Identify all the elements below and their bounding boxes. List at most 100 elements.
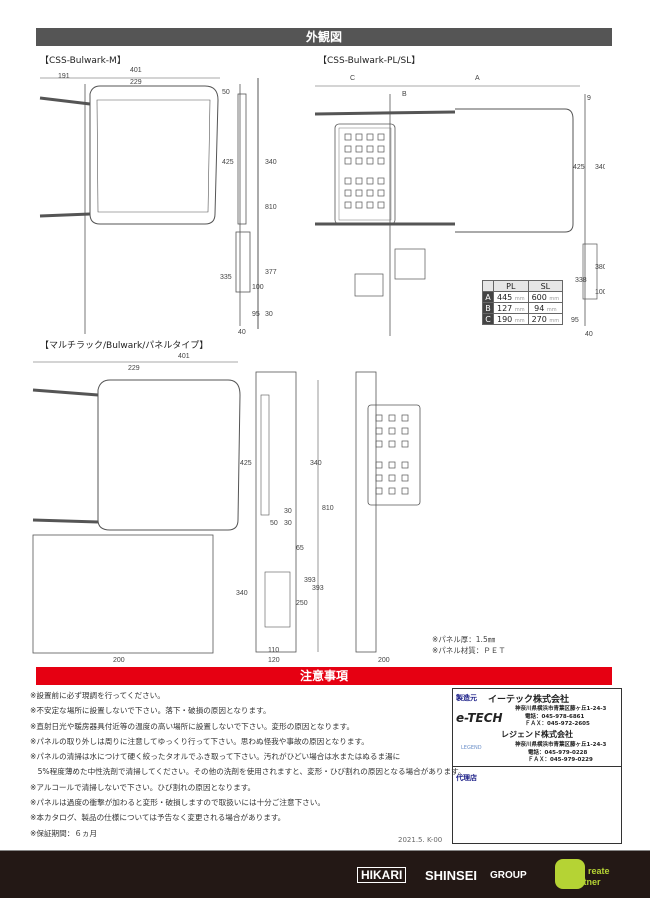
panel-hole	[355, 189, 363, 197]
dim-425: 425	[240, 460, 252, 467]
hikari-logo: HIKARI	[357, 867, 407, 883]
panel-hole	[344, 133, 352, 141]
legend-fax: ＦＡＸ：045-979-0229	[528, 757, 593, 763]
unit: mm	[549, 317, 560, 324]
cell: 445	[497, 292, 513, 302]
panel-hole	[377, 189, 385, 197]
dim-335: 335	[220, 274, 232, 281]
agent-label: 代理店	[456, 774, 477, 782]
dim-200: 200	[113, 657, 125, 664]
panel-hole	[401, 461, 409, 469]
cell: 190	[497, 314, 513, 324]
unit: mm	[514, 306, 525, 313]
panel-hole	[388, 487, 396, 495]
panel-hole	[388, 427, 396, 435]
caution-item: ※アルコールで清掃しないで下さい。ひび割れの原因となります。	[30, 782, 256, 792]
dim-401: 401	[178, 353, 190, 360]
partner-logo-bottom: artner	[575, 877, 601, 887]
dim-100: 100	[595, 289, 605, 296]
dim-340b: 340	[236, 590, 248, 597]
panel-thickness: ※パネル厚：1.5㎜	[432, 635, 496, 644]
unit: mm	[514, 317, 525, 324]
panel-hole	[344, 145, 352, 153]
panel-hole	[377, 157, 385, 165]
caution-item: ※直射日光や暖房器具付近等の温度の高い場所に設置しないで下さい。変形の原因となり…	[30, 721, 355, 731]
dim-b: B	[402, 91, 407, 98]
caution-item: ※不安定な場所に設置しないで下さい。落下・破損の原因となります。	[30, 706, 271, 716]
panel-hole	[366, 145, 374, 153]
panel-notes: ※パネル厚：1.5㎜ ※パネル材質：ＰＥＴ	[432, 634, 506, 656]
drawing-bulwark-plsl: C A B 425 340 338 380 40 95 100 9	[314, 75, 605, 338]
section-title-multi: 【マルチラック/Bulwark/パネルタイプ】	[40, 341, 209, 351]
dim-191: 191	[58, 73, 70, 80]
legend-company: レジェンド株式会社	[501, 730, 573, 739]
maker-fax: ＦＡＸ：045-972-2605	[525, 721, 590, 727]
dim-380: 380	[595, 264, 605, 271]
cell: 127	[497, 303, 513, 313]
dim-a: A	[475, 75, 480, 82]
panel-hole	[375, 427, 383, 435]
dim-393: 393	[304, 577, 316, 584]
section-title-plsl: 【CSS-Bulwark-PL/SL】	[318, 56, 421, 66]
dim-120: 120	[268, 657, 280, 664]
panel-hole	[401, 440, 409, 448]
panel-hole	[375, 414, 383, 422]
panel-hole	[355, 177, 363, 185]
cell: 600	[531, 292, 547, 302]
dim-340: 340	[310, 460, 322, 467]
panel-hole	[355, 157, 363, 165]
col-sl: SL	[527, 280, 564, 292]
panel-hole	[344, 189, 352, 197]
panel-hole	[377, 201, 385, 209]
maker-label: 製造元	[456, 694, 477, 702]
revision-date: 2021.5. K-00	[398, 836, 443, 844]
dim-30b: 30	[284, 508, 292, 515]
dim-338: 338	[575, 277, 587, 284]
panel-hole	[375, 440, 383, 448]
legend-tel: 電話：045-979-0228	[528, 750, 588, 756]
col-pl: PL	[493, 280, 529, 292]
dim-30: 30	[265, 311, 273, 318]
appearance-header: 外観図	[36, 28, 612, 46]
dim-810: 810	[265, 204, 277, 211]
etech-logo: e-TECH	[456, 711, 503, 725]
panel-hole	[388, 474, 396, 482]
caution-header: 注意事項	[36, 667, 612, 685]
panel-hole	[388, 414, 396, 422]
dim-95: 95	[571, 317, 579, 324]
dim-200b: 200	[378, 657, 390, 664]
dim-40: 40	[238, 329, 246, 336]
panel-hole	[344, 157, 352, 165]
panel-hole	[375, 474, 383, 482]
caution-item: ※パネルの取り外しは周りに注意してゆっくり行って下さい。思わぬ怪我や事故の原因と…	[30, 736, 369, 746]
panel-hole	[377, 177, 385, 185]
caution-item: ※設置前に必ず現調を行ってください。	[30, 691, 165, 700]
unit: mm	[549, 295, 560, 302]
row-key: A	[482, 291, 494, 303]
dim-110: 110	[268, 647, 279, 654]
legend-address: 神奈川県横浜市青葉区藤ヶ丘1-24-3	[515, 742, 607, 748]
maker-company: イーテック株式会社	[488, 695, 570, 705]
panel-hole	[401, 414, 409, 422]
dim-425: 425	[222, 159, 234, 166]
dim-100: 100	[252, 284, 264, 291]
panel-hole	[344, 177, 352, 185]
panel-hole	[355, 201, 363, 209]
panel-hole	[375, 487, 383, 495]
panel-hole	[366, 201, 374, 209]
row-key: C	[482, 313, 494, 325]
panel-hole	[377, 145, 385, 153]
panel-material: ※パネル材質：ＰＥＴ	[432, 646, 506, 655]
panel-hole	[366, 133, 374, 141]
dim-65: 65	[296, 545, 304, 552]
shinsei-logo: SHINSEI	[425, 868, 478, 883]
dim-377: 377	[265, 269, 277, 276]
panel-hole	[388, 461, 396, 469]
dim-250: 250	[296, 600, 308, 607]
group-logo: GROUP	[490, 870, 527, 881]
caution-item: 5%程度薄めた中性洗剤で清掃してください。その他の洗剤を使用されますと、変形・ひ…	[30, 767, 466, 777]
caution-item: ※本カタログ、製品の仕様については予告なく変更される場合があります。	[30, 813, 286, 823]
legend-logo: LEGEND	[461, 745, 482, 751]
unit: mm	[514, 295, 525, 302]
